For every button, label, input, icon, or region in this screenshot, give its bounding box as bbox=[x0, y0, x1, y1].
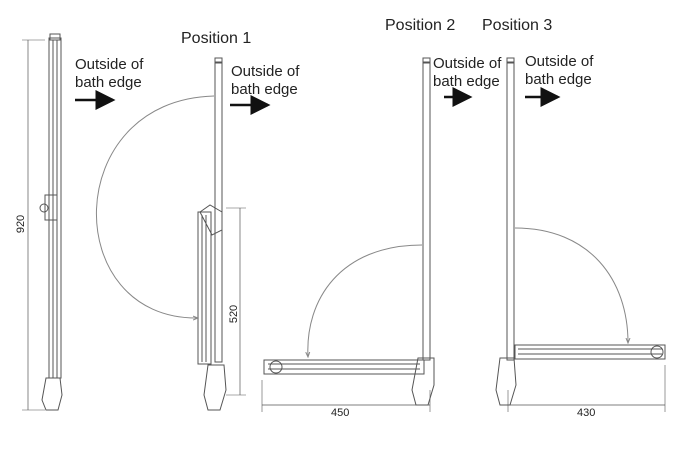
callout-line: Outside of bbox=[525, 53, 594, 70]
callout-line: bath edge bbox=[525, 71, 592, 88]
dimension-920: 920 bbox=[15, 214, 28, 234]
dimension-450: 450 bbox=[331, 407, 350, 419]
callout-stowed: Outside of bath edge bbox=[75, 56, 143, 92]
position-3-swing-arc bbox=[514, 227, 628, 343]
callout-line: bath edge bbox=[75, 74, 142, 91]
callout-position-3: Outside of bath edge bbox=[525, 53, 593, 89]
callout-position-1: Outside of bath edge bbox=[231, 63, 299, 99]
callout-line: Outside of bbox=[433, 55, 502, 72]
position-3-rail bbox=[495, 57, 666, 412]
callout-line: Outside of bbox=[231, 63, 300, 80]
position-2-rail bbox=[261, 57, 435, 412]
position-3-label: Position 3 bbox=[482, 17, 553, 34]
position-2-label: Position 2 bbox=[385, 17, 456, 34]
stowed-rail bbox=[22, 33, 63, 411]
callout-line: Outside of bbox=[75, 56, 144, 73]
position-1-label: Position 1 bbox=[181, 30, 252, 47]
callout-line: bath edge bbox=[433, 73, 500, 90]
callout-position-2: Outside of bath edge bbox=[433, 55, 501, 91]
position-2-swing-arc bbox=[308, 244, 423, 357]
callout-line: bath edge bbox=[231, 81, 298, 98]
dimension-430: 430 bbox=[577, 407, 596, 419]
position-1-swing-arc bbox=[95, 95, 215, 318]
position-1-rail bbox=[197, 57, 246, 411]
dimension-520: 520 bbox=[228, 304, 241, 324]
